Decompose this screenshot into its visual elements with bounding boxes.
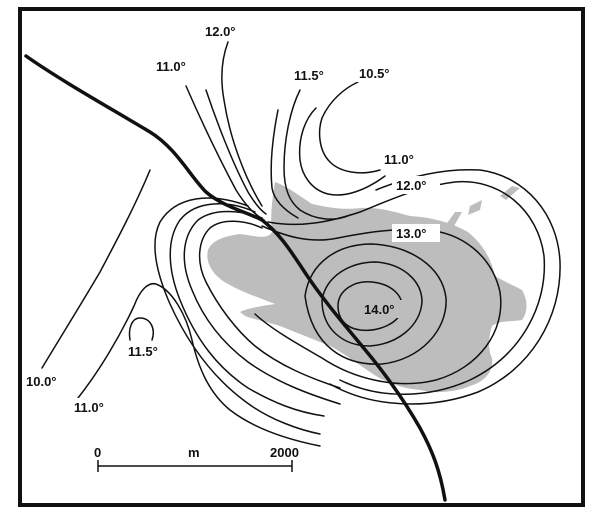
label-11-5-south: 11.5° [128, 344, 158, 359]
isotherm-13-inner [304, 243, 447, 365]
isotherm-loop-d [154, 197, 321, 435]
label-bg [392, 224, 440, 242]
fault-line [24, 54, 447, 502]
label-bg [290, 66, 338, 84]
isotherm-11-5-b [270, 109, 299, 219]
isotherm-13 [254, 225, 502, 385]
isotherm-11-5-north [283, 89, 351, 220]
label-12-0-north: 12.0° [205, 24, 236, 39]
label-10-5: 10.5° [359, 66, 390, 81]
label-11-0-east: 11.0° [384, 152, 414, 167]
isotherm-10 [41, 169, 151, 369]
label-11-0-south: 11.0° [74, 400, 104, 415]
isotherm-contours [41, 41, 561, 447]
scale-end-label: 2000 [270, 445, 299, 460]
label-bg [380, 150, 428, 168]
label-bg [22, 372, 70, 390]
scale-start-label: 0 [94, 445, 101, 460]
label-bg [360, 300, 408, 318]
isotherm-12 [267, 180, 546, 395]
scale-bar: 0 m 2000 [94, 445, 299, 472]
label-bg [201, 22, 251, 40]
label-bg [392, 176, 440, 194]
label-11-5-north: 11.5° [294, 68, 324, 83]
label-10-0: 10.0° [26, 374, 57, 389]
isotherm-11-5-south [128, 317, 154, 341]
isotherm-loop-c [169, 203, 325, 417]
label-bg [152, 57, 200, 75]
label-bg [355, 64, 403, 82]
scale-unit-label: m [188, 445, 200, 460]
isotherm-loop-a [198, 220, 341, 389]
map-border [18, 7, 585, 507]
isotherm-13-5 [321, 261, 423, 347]
isotherm-loop-b [183, 210, 341, 405]
isotherm-11-north-b [205, 89, 267, 215]
label-bg [124, 342, 172, 360]
label-12-0-east: 12.0° [396, 178, 427, 193]
isotherm-11-north-a [185, 85, 265, 221]
label-bg [70, 398, 118, 416]
label-13-0: 13.0° [396, 226, 427, 241]
isotherm-12-outer [329, 168, 561, 405]
isotherm-11-east [298, 107, 386, 196]
isotherm-11-south [77, 282, 321, 447]
isotherm-12-north [221, 41, 263, 207]
label-14-0: 14.0° [364, 302, 395, 317]
label-11-0-north: 11.0° [156, 59, 186, 74]
isotherm-10-5 [318, 81, 381, 174]
